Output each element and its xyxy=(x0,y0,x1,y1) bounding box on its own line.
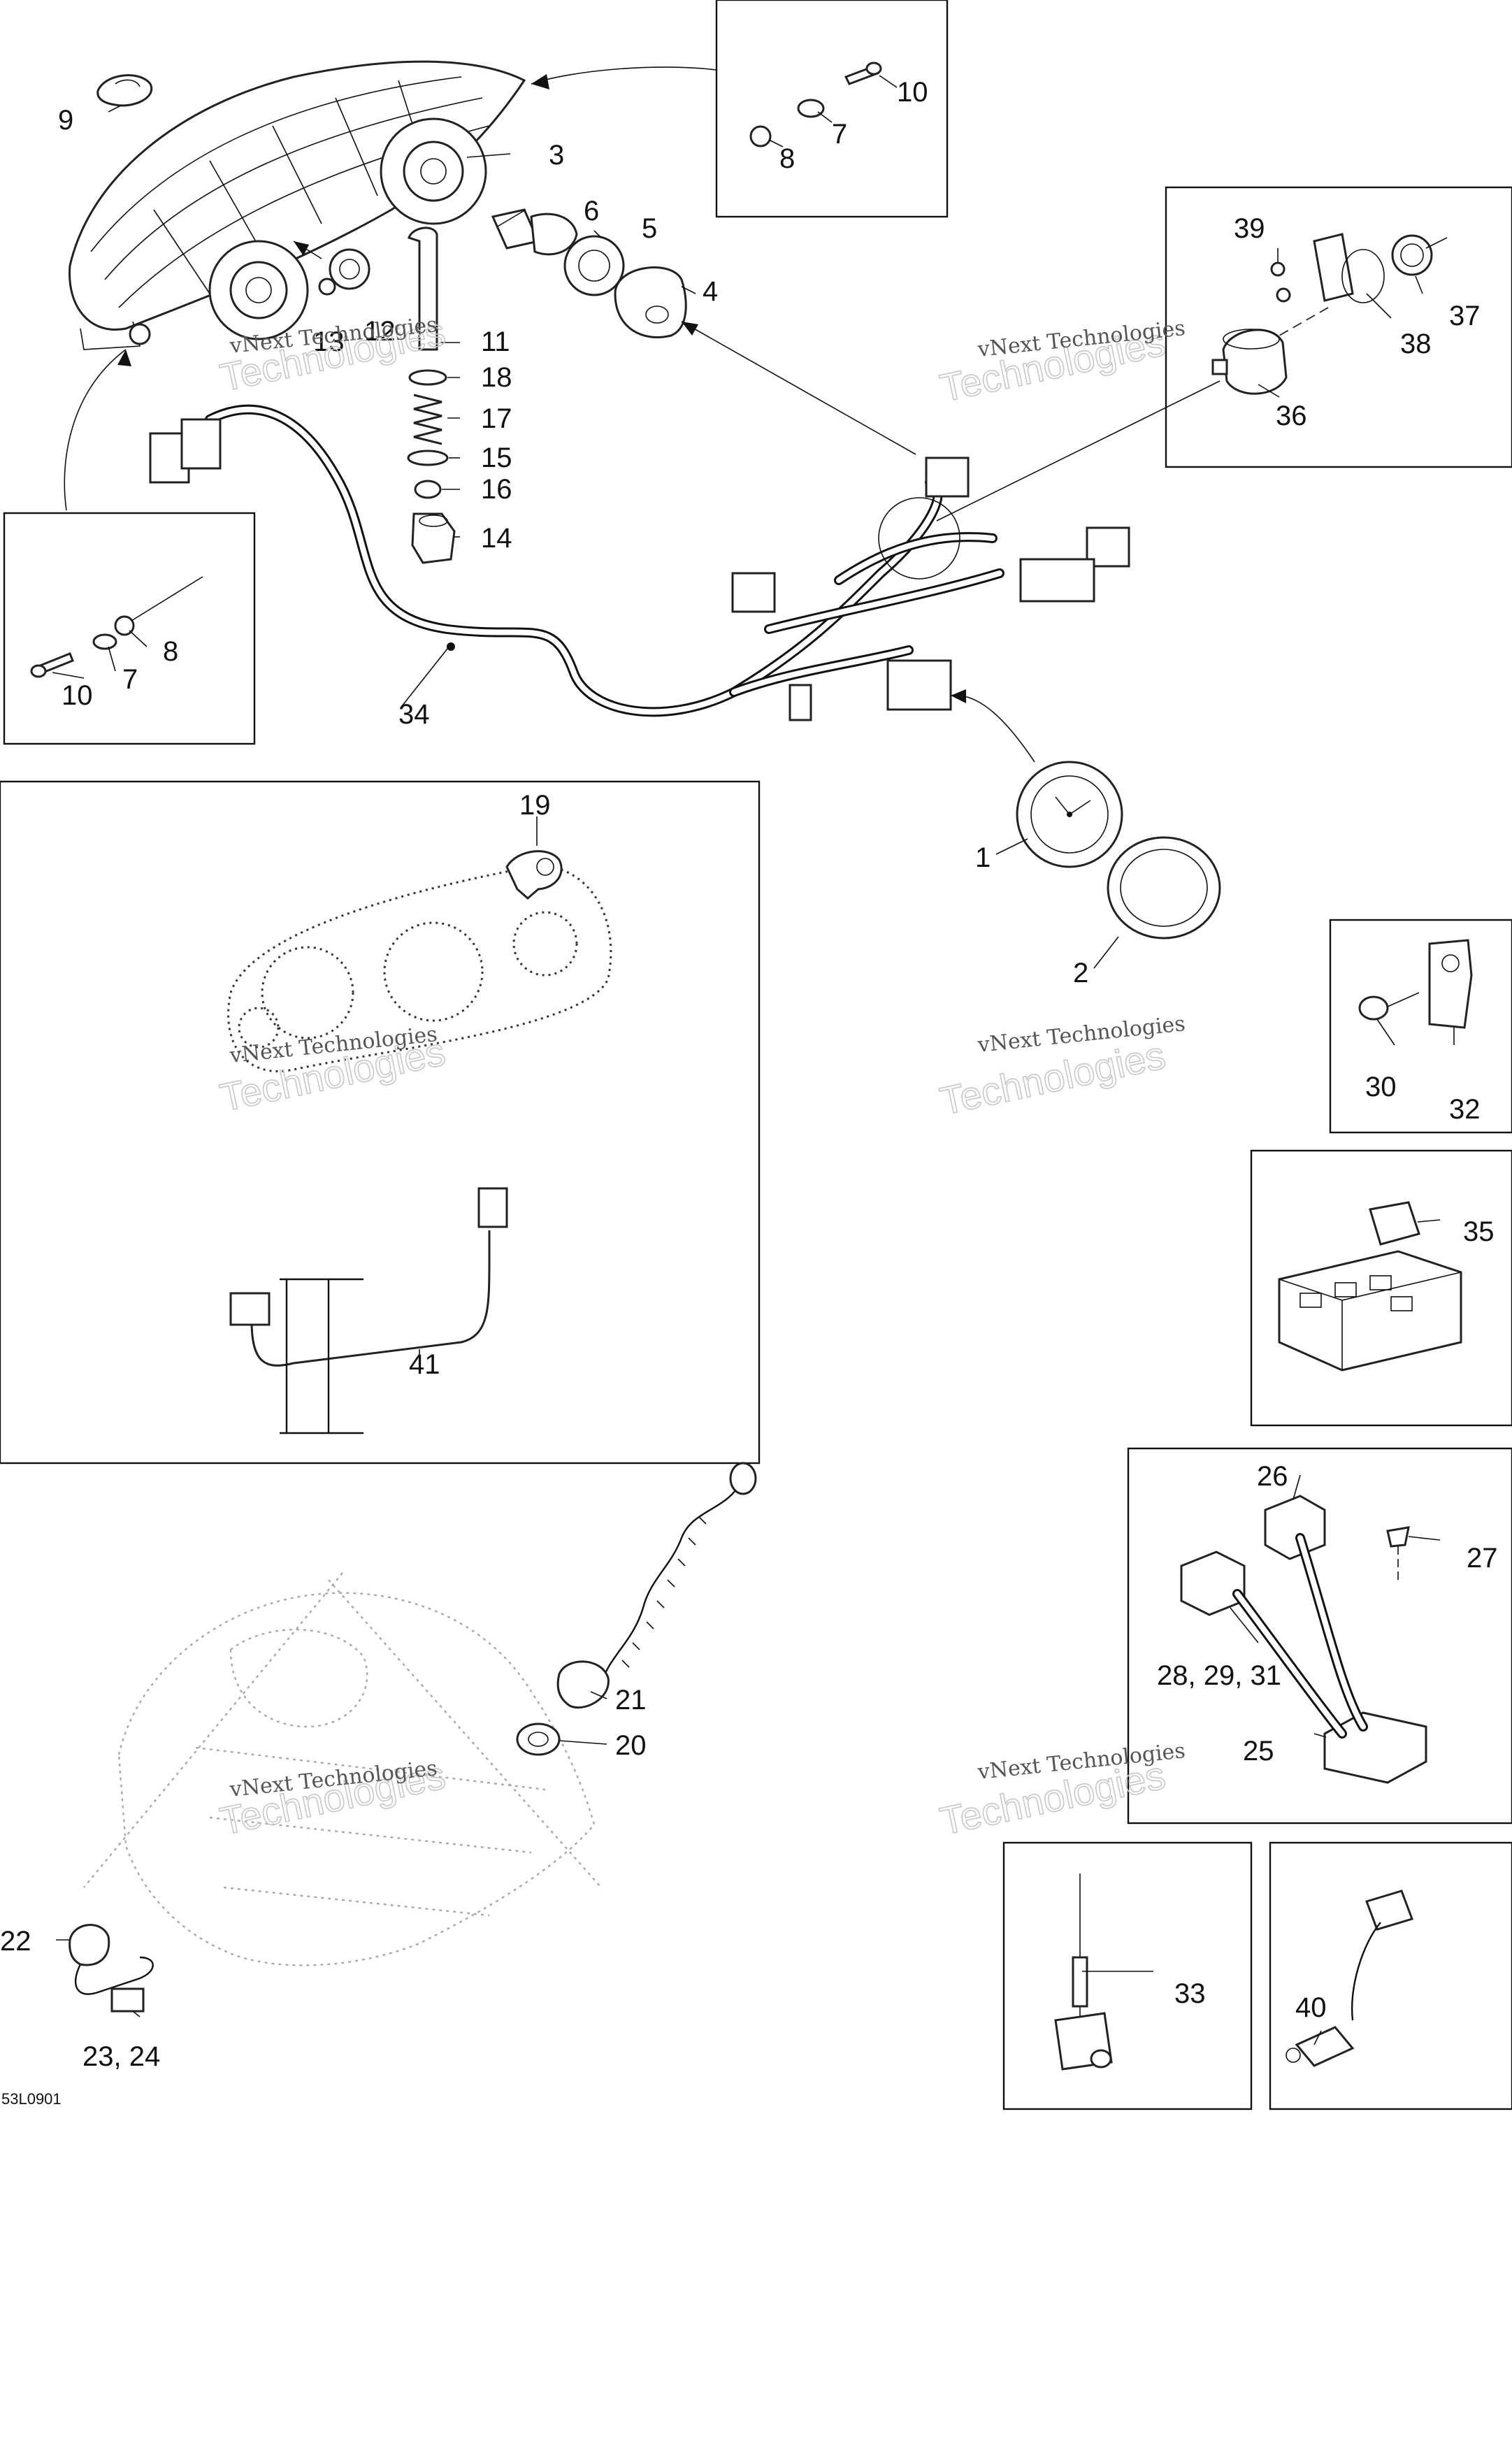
callout-22: 22 xyxy=(0,1926,31,1957)
gauge-cluster-outline xyxy=(227,865,612,1072)
washer-part-15 xyxy=(407,449,449,466)
callout-10-left: 10 xyxy=(62,680,93,711)
headlight-assembly xyxy=(69,60,526,350)
detail-box-bracket xyxy=(1329,919,1512,1134)
callout-4: 4 xyxy=(703,276,718,307)
callout-13: 13 xyxy=(313,326,345,357)
callout-30: 30 xyxy=(1365,1072,1397,1102)
callout-40: 40 xyxy=(1295,1992,1327,2023)
detail-box-gauge-cluster xyxy=(0,780,761,1465)
callout-labels: 1 2 3 4 5 6 7 8 9 10 13 12 11 18 17 15 1… xyxy=(0,77,1498,2072)
bulb-part-6 xyxy=(491,208,578,256)
grommet-part-8-left xyxy=(114,615,135,636)
detail-box-ignition-switch xyxy=(1165,186,1512,468)
callout-35: 35 xyxy=(1463,1216,1495,1247)
callout-7-top: 7 xyxy=(832,119,847,150)
diagram-code: 53L0901 xyxy=(1,2090,62,2108)
connector-part-22 xyxy=(69,1924,154,1995)
temp-sensor-part-40 xyxy=(1286,1890,1413,2067)
ignition-switch-part-36 xyxy=(1211,329,1288,395)
callout-14: 14 xyxy=(481,523,512,554)
callout-7-left: 7 xyxy=(122,664,138,695)
knob-part-14 xyxy=(411,512,456,564)
indicator-light-part-19 xyxy=(505,850,563,900)
detail-box-fuse-box xyxy=(1250,1149,1512,1427)
callout-28-29-31: 28, 29, 31 xyxy=(1157,1660,1281,1691)
washer-part-18 xyxy=(408,369,447,386)
callout-25: 25 xyxy=(1243,1736,1274,1767)
detail-box-fasteners-left xyxy=(3,512,256,745)
callout-9: 9 xyxy=(58,105,73,136)
spring-part-17 xyxy=(413,394,442,445)
callout-39: 39 xyxy=(1234,213,1265,244)
wiring-harness-part-34 xyxy=(149,404,1130,721)
bezel-part-2 xyxy=(1107,836,1221,940)
callout-33: 33 xyxy=(1174,1978,1206,2009)
callout-27: 27 xyxy=(1467,1543,1498,1574)
callout-21: 21 xyxy=(615,1685,647,1715)
callout-12: 12 xyxy=(364,316,396,347)
dashboard-outline xyxy=(83,1572,602,1966)
callout-5: 5 xyxy=(642,213,657,244)
washer-part-7-top xyxy=(797,99,825,118)
callout-16: 16 xyxy=(481,474,512,505)
detail-box-fuel-sender xyxy=(1002,1841,1253,2110)
leader-lines xyxy=(52,66,1455,2045)
fuel-sender-part-33 xyxy=(1054,1873,1113,2071)
grommet-part-8-top xyxy=(749,125,772,148)
washer-part-7-left xyxy=(92,633,117,650)
callout-34: 34 xyxy=(398,699,430,730)
rubber-cover-part-4 xyxy=(614,266,687,338)
screw-part-27 xyxy=(1386,1526,1410,1580)
screw-part-10-top xyxy=(844,62,882,85)
callout-3: 3 xyxy=(549,140,564,171)
fuse-box xyxy=(1278,1250,1462,1372)
detail-box-temp-sensor xyxy=(1269,1841,1512,2110)
callout-37: 37 xyxy=(1449,301,1481,331)
callout-18: 18 xyxy=(481,362,512,393)
callout-8-top: 8 xyxy=(779,143,795,174)
callout-2: 2 xyxy=(1073,958,1088,988)
callout-20: 20 xyxy=(615,1730,647,1761)
tether-cord-part-21 xyxy=(556,1462,757,1709)
callout-10-top: 10 xyxy=(897,77,928,108)
connector-part-23-24 xyxy=(110,1987,145,2013)
callout-8-left: 8 xyxy=(163,636,178,667)
detail-box-regulator xyxy=(1127,1447,1512,1825)
bracket-part-38 xyxy=(1313,233,1385,303)
nut-part-16 xyxy=(414,480,442,499)
callout-15: 15 xyxy=(481,443,512,473)
callout-1: 1 xyxy=(975,842,991,873)
harness-part-41 xyxy=(229,1187,508,1434)
bracket-part-32 xyxy=(1428,939,1473,1029)
callout-38: 38 xyxy=(1400,329,1432,359)
rod-part-11 xyxy=(408,226,438,351)
callout-11: 11 xyxy=(481,326,510,357)
callout-26: 26 xyxy=(1257,1461,1288,1492)
retainer-ring-part-5 xyxy=(563,235,625,296)
relay-part-35 xyxy=(1369,1201,1420,1246)
screws-part-39 xyxy=(1270,261,1291,303)
clip-part-9 xyxy=(96,74,153,107)
callout-19: 19 xyxy=(519,790,551,821)
switch-base-part-20 xyxy=(516,1722,561,1756)
grommet-part-13 xyxy=(329,248,370,290)
screw-part-10-left xyxy=(30,652,74,678)
nut-ring-part-37 xyxy=(1391,234,1433,276)
callout-32: 32 xyxy=(1449,1094,1481,1125)
nut-part-12 xyxy=(318,278,336,296)
regulator-part-25 xyxy=(1232,1533,1427,1784)
callout-36: 36 xyxy=(1276,401,1307,431)
connectors-part-26 xyxy=(1180,1495,1326,1616)
callout-23-24: 23, 24 xyxy=(82,2041,160,2072)
speedometer-part-1 xyxy=(1016,761,1123,868)
callout-6: 6 xyxy=(584,196,599,226)
callout-17: 17 xyxy=(481,403,512,434)
callout-41: 41 xyxy=(409,1349,440,1380)
screw-part-30 xyxy=(1358,992,1420,1021)
detail-box-fasteners-top xyxy=(715,0,949,218)
